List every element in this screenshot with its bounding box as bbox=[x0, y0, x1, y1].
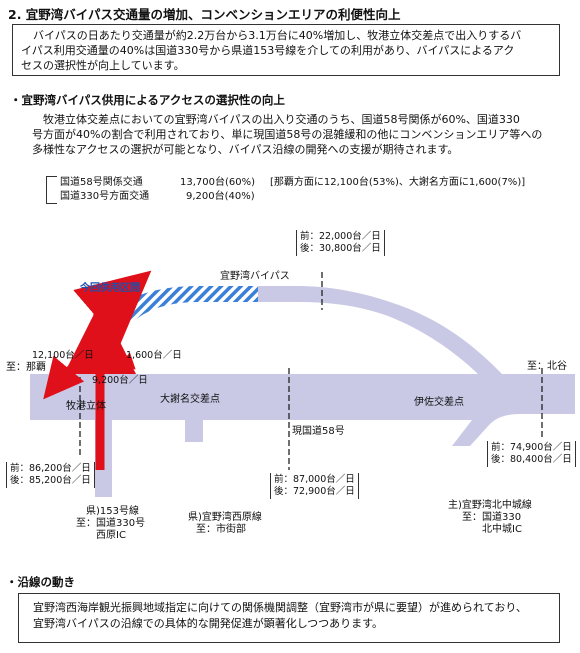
summary-line: イパス利用交通量の40%は国道330号から県道153号線を介しての利用があり、バ… bbox=[21, 44, 515, 57]
flow-value-naha: 12,100台／日 bbox=[32, 350, 94, 361]
road-label-line: 西原IC bbox=[96, 530, 126, 541]
road-label-line: 県)宜野湾西原線 bbox=[188, 512, 262, 523]
table-bracket bbox=[46, 176, 57, 204]
count-before: 前：86,200台／日 bbox=[10, 463, 91, 474]
route-58-road bbox=[30, 374, 575, 497]
paragraph-line: 号方面が40%の割合で利用されており、単に現国道58号の混雑緩和の他にコンベンシ… bbox=[32, 128, 543, 141]
road-label-line: 至：市街部 bbox=[196, 524, 246, 535]
traffic-row-58-note: [那覇方面に12,100台(53%)、大謝名方面に1,600(7%)] bbox=[270, 177, 526, 188]
section-paragraph-access: 牧港立体交差点においての宜野湾バイパスの出入り交通のうち、国道58号関係が60%… bbox=[32, 112, 572, 157]
road-label-line: 至：国道330 bbox=[462, 512, 522, 523]
count-after: 後：72,900台／日 bbox=[274, 486, 355, 497]
count-before: 前：22,000台／日 bbox=[300, 231, 381, 242]
road-label-line: 至：国道330号 bbox=[76, 518, 146, 529]
roadside-box: 宜野湾西海岸観光振興地域指定に向けての関係機関調整（宜野湾市が県に要望）が進めら… bbox=[18, 593, 560, 643]
flow-value-route330: 9,200台／日 bbox=[92, 375, 148, 386]
road-nishihara-label: 県)宜野湾西原線 至：市街部 bbox=[188, 512, 262, 536]
roadside-line: 宜野湾バイパスの沿線での具体的な開発促進が顕著化しつつあります。 bbox=[33, 617, 384, 630]
road-153-label: 県)153号線 至：国道330号 西原IC bbox=[76, 506, 145, 542]
count-box-bypass: 前：22,000台／日 後：30,800台／日 bbox=[296, 230, 385, 256]
road-kitanaka-label: 主)宜野湾北中城線 至：国道330 北中城IC bbox=[448, 500, 532, 536]
count-after: 後：30,800台／日 bbox=[300, 243, 381, 254]
roadside-line: 宜野湾西海岸観光振興地域指定に向けての関係機関調整（宜野湾市が県に要望）が進めら… bbox=[33, 601, 527, 614]
count-box-east: 前：74,900台／日 後：80,400台／日 bbox=[487, 441, 576, 467]
count-after: 後：85,200台／日 bbox=[10, 475, 91, 486]
to-chatan-label: 至：北谷 bbox=[527, 361, 567, 372]
section-heading-access: ・宜野湾バイパス供用によるアクセスの選択性の向上 bbox=[10, 93, 285, 107]
makiminato-interchange-label: 牧港立体 bbox=[66, 401, 106, 412]
traffic-row-58-value: 13,700台(60%) bbox=[180, 177, 256, 188]
bypass-road bbox=[258, 286, 502, 374]
summary-line: セスの選択性が向上しています。 bbox=[21, 59, 185, 72]
traffic-row-330-label: 国道330号方面交通 bbox=[60, 191, 150, 202]
route-58-label: 現国道58号 bbox=[292, 426, 345, 437]
count-before: 前：74,900台／日 bbox=[491, 442, 572, 453]
road-label-line: 県)153号線 bbox=[86, 506, 139, 517]
page-title: 2. 宜野湾バイパス交通量の増加、コンベンションエリアの利便性向上 bbox=[8, 7, 401, 22]
paragraph-line: 多様性なアクセスの選択が可能となり、バイパス沿線の開発への支援が期待されます。 bbox=[32, 143, 459, 156]
summary-line: バイパスの日あたり交通量が約2.2万台から3.1万台に40%増加し、牧港立体交差… bbox=[33, 29, 522, 42]
ojana-intersection-label: 大謝名交差点 bbox=[160, 394, 220, 405]
bypass-name-label: 宜野湾バイパス bbox=[220, 271, 290, 282]
summary-box: バイパスの日あたり交通量が約2.2万台から3.1万台に40%増加し、牧港立体交差… bbox=[12, 24, 560, 76]
traffic-row-58-label: 国道58号関係交通 bbox=[60, 177, 143, 188]
paragraph-line: 牧港立体交差点においての宜野湾バイパスの出入り交通のうち、国道58号関係が60%… bbox=[43, 113, 520, 126]
traffic-row-330-value: 9,200台(40%) bbox=[186, 191, 255, 202]
to-naha-label: 至：那覇 bbox=[6, 362, 46, 373]
flow-value-ojana: 1,600台／日 bbox=[126, 350, 182, 361]
count-before: 前：87,000台／日 bbox=[274, 474, 355, 485]
section-heading-roadside: ・沿線の動き bbox=[6, 575, 75, 589]
isa-intersection-label: 伊佐交差点 bbox=[414, 397, 464, 408]
count-box-west: 前：86,200台／日 後：85,200台／日 bbox=[6, 462, 95, 488]
count-box-mid: 前：87,000台／日 後：72,900台／日 bbox=[270, 473, 359, 499]
count-after: 後：80,400台／日 bbox=[491, 454, 572, 465]
road-label-line: 主)宜野湾北中城線 bbox=[448, 500, 532, 511]
road-label-line: 北中城IC bbox=[482, 524, 522, 535]
new-section-label: 今回供用区間 bbox=[80, 283, 140, 294]
